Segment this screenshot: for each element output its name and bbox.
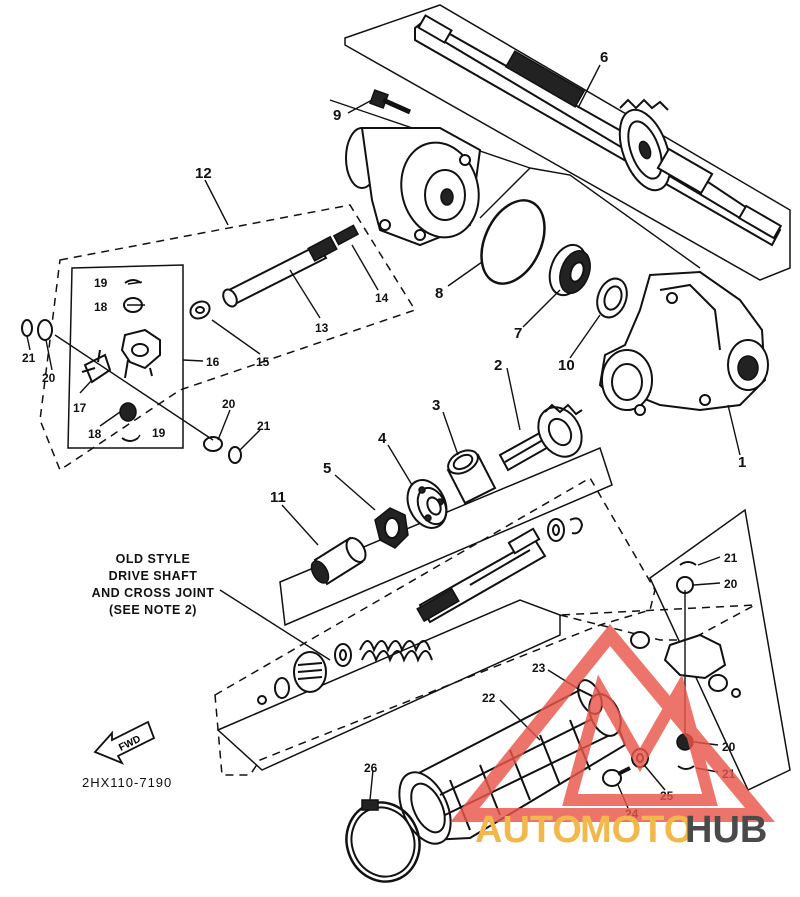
watermark-moto: MOTO <box>580 809 693 851</box>
part-4-bearing <box>406 479 448 529</box>
group-line-right <box>559 604 756 641</box>
callout-15: 15 <box>256 355 270 369</box>
part-1-gear-case <box>598 270 769 416</box>
callout-20-upper-right: 20 <box>724 577 738 591</box>
part-19-clip-bottom <box>121 437 139 442</box>
callout-7: 7 <box>514 325 522 342</box>
part-16-yoke <box>120 328 161 379</box>
callout-18-top: 18 <box>94 300 108 314</box>
part-2-pinion-gear <box>498 403 583 472</box>
watermark-hub: HUB <box>685 809 767 851</box>
callout-2: 2 <box>494 357 502 374</box>
part-15-washer <box>189 300 211 320</box>
watermark-text: AUTO MOTO HUB <box>475 809 767 851</box>
part-21-clip-lower-right <box>677 765 695 770</box>
callout-6: 6 <box>600 49 608 66</box>
leader-lines <box>26 64 741 809</box>
callout-19-top: 19 <box>94 276 108 290</box>
part-21-clip-upper-right <box>679 561 697 566</box>
part-old-style-shaft <box>416 527 547 624</box>
part-13-shaft <box>222 235 338 308</box>
group-outline-cross-joint <box>39 204 417 472</box>
part-18-cap-bottom <box>119 402 137 422</box>
callout-16: 16 <box>206 355 220 369</box>
part-21-ring-center <box>228 446 242 464</box>
callout-10: 10 <box>558 357 575 374</box>
part-14-bolt <box>332 224 360 246</box>
callout-21-upper-right: 21 <box>724 551 738 565</box>
part-20-bushing-center <box>203 436 223 452</box>
callout-20-left: 20 <box>42 371 56 385</box>
callout-20-center: 20 <box>222 397 236 411</box>
part-8-o-ring <box>480 199 546 285</box>
callout-14: 14 <box>375 291 389 305</box>
drawing-code: 2HX110-7190 <box>82 775 172 790</box>
callout-20-lower-right: 20 <box>722 740 736 754</box>
group-outline-old-style <box>214 476 656 776</box>
part-old-style-joint <box>257 651 327 705</box>
part-3-bushing <box>446 449 497 505</box>
part-26-hose-clamp <box>345 799 421 883</box>
callout-1: 1 <box>738 454 746 471</box>
axis-line-cross-joint <box>54 334 214 441</box>
callout-8: 8 <box>435 285 443 302</box>
part-old-style-spring <box>334 640 433 667</box>
callout-22: 22 <box>482 691 496 705</box>
watermark-auto: AUTO <box>475 809 582 851</box>
part-5-nut <box>374 507 409 549</box>
callout-21-center: 21 <box>257 419 271 433</box>
part-17-cross <box>81 349 112 384</box>
part-20-bushing-left <box>37 319 53 341</box>
part-right-yoke <box>630 631 741 698</box>
part-old-style-washers <box>547 517 584 542</box>
callout-23: 23 <box>532 661 546 675</box>
note-line-3: AND CROSS JOINT <box>92 586 215 600</box>
callout-17: 17 <box>73 401 87 415</box>
note-line-1: OLD STYLE <box>116 552 191 566</box>
group-box-old-style-inner <box>216 599 561 771</box>
part-gear-case-cover <box>345 127 482 247</box>
callout-12: 12 <box>195 165 212 182</box>
fwd-arrow-icon: FWD <box>93 720 156 765</box>
part-9-bolt <box>369 89 412 115</box>
callout-19-bottom: 19 <box>152 426 166 440</box>
group-outline-shaft <box>344 4 791 281</box>
callout-21-left: 21 <box>22 351 36 365</box>
callout-18-bottom: 18 <box>88 427 102 441</box>
callout-26: 26 <box>364 761 378 775</box>
part-10-oil-seal <box>596 277 628 319</box>
part-6-shaft <box>414 14 783 247</box>
watermark-m-icon <box>562 674 718 806</box>
old-style-note: OLD STYLE DRIVE SHAFT AND CROSS JOINT (S… <box>92 552 215 617</box>
part-21-ring-left <box>21 319 33 337</box>
group-box-16 <box>67 264 184 449</box>
note-line-4: (SEE NOTE 2) <box>109 603 197 617</box>
callout-9: 9 <box>333 107 341 124</box>
callout-3: 3 <box>432 397 440 414</box>
note-line-2: DRIVE SHAFT <box>109 569 198 583</box>
callout-4: 4 <box>378 430 387 447</box>
part-7-bearing <box>548 243 591 297</box>
part-11-sleeve <box>310 536 367 586</box>
callout-11: 11 <box>270 489 286 506</box>
part-24-bolt <box>602 766 631 787</box>
watermark-logo <box>450 623 775 822</box>
group-line-housing-2 <box>529 167 701 269</box>
callout-5: 5 <box>323 460 331 477</box>
callout-13: 13 <box>315 321 329 335</box>
group-box-11 <box>279 446 613 627</box>
group-box-right <box>649 508 791 792</box>
